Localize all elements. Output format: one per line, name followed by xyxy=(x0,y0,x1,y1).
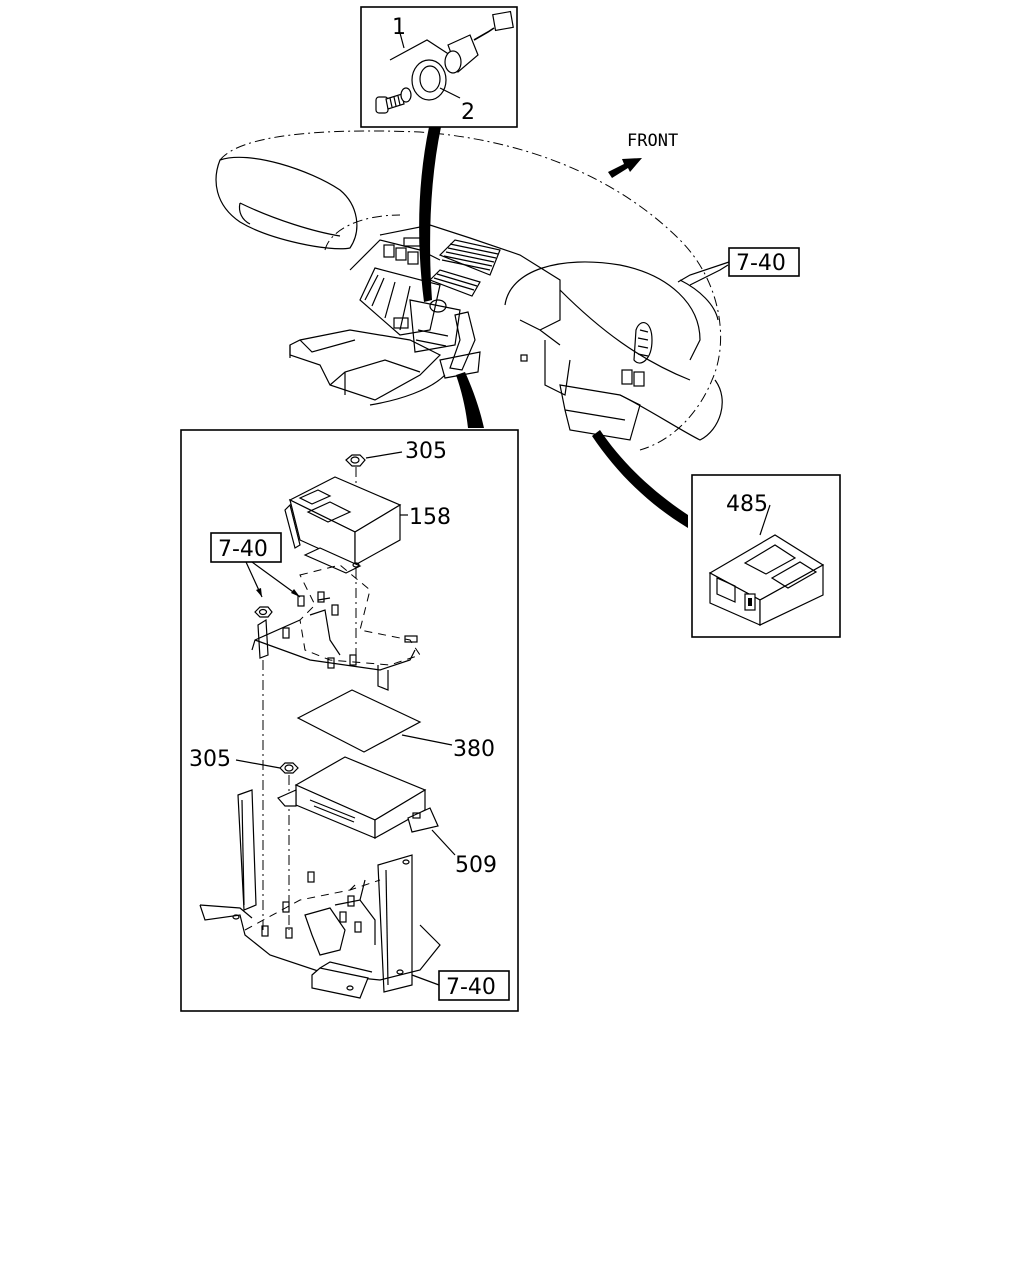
callout-305-top: 305 xyxy=(405,439,447,464)
inset-switch-assembly: 1 2 xyxy=(360,6,518,128)
nut-bracket xyxy=(254,606,273,618)
washer-part xyxy=(400,87,412,103)
ref-box-bracket-bottom[interactable]: 7-40 xyxy=(411,970,510,1001)
svg-text:7-40: 7-40 xyxy=(218,537,268,562)
bolt-part xyxy=(375,93,405,114)
center-vent xyxy=(438,239,501,276)
bracket-lower xyxy=(199,789,441,999)
control-unit-158[interactable] xyxy=(284,476,402,574)
callout-part-2: 2 xyxy=(461,100,475,125)
callout-380: 380 xyxy=(453,737,495,762)
dashboard-illustration xyxy=(215,130,729,451)
ref-box-dash[interactable]: 7-40 xyxy=(677,247,800,283)
inset-part-485: 485 xyxy=(691,474,841,638)
nut-305-top xyxy=(345,454,366,467)
instrument-cluster xyxy=(504,261,701,396)
inset-control-units: 305 158 7-40 xyxy=(180,429,519,1012)
front-direction-indicator: FRONT xyxy=(608,131,678,178)
svg-text:7-40: 7-40 xyxy=(736,251,786,276)
svg-text:7-40: 7-40 xyxy=(446,975,496,1000)
front-arrow-icon xyxy=(608,158,642,178)
callout-part-1: 1 xyxy=(392,15,406,40)
ref-box-bracket-left[interactable]: 7-40 xyxy=(210,532,301,598)
pointer-arrow-left xyxy=(456,372,484,428)
pointer-arrow-right xyxy=(592,430,688,528)
bracket-upper xyxy=(251,564,421,691)
insulator-sheet-380[interactable] xyxy=(296,689,422,753)
callout-305-bottom: 305 xyxy=(189,747,231,772)
callout-158: 158 xyxy=(409,505,451,530)
socket-part xyxy=(444,10,514,74)
callout-509: 509 xyxy=(455,853,497,878)
ring-part xyxy=(411,59,447,101)
front-label: FRONT xyxy=(627,131,678,151)
pointer-arrow-top xyxy=(419,127,441,302)
switch-module-485 xyxy=(708,534,825,626)
nut-305-bottom xyxy=(279,762,299,774)
callout-part-485: 485 xyxy=(726,492,768,517)
control-unit-509[interactable] xyxy=(277,756,439,840)
